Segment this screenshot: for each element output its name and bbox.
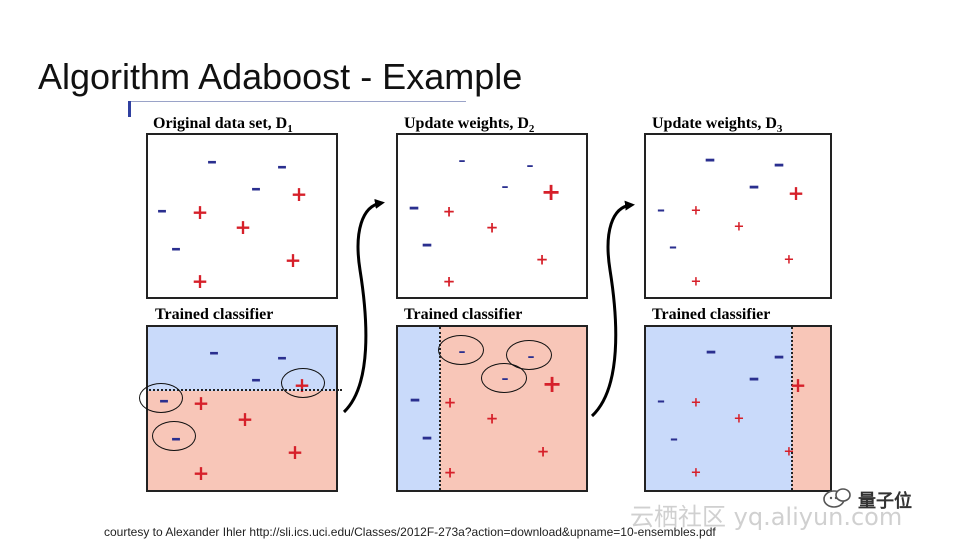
plus-point: +	[783, 252, 795, 268]
plus-point: +	[690, 465, 702, 481]
slide-title: Algorithm Adaboost - Example	[38, 56, 523, 97]
minus-point: –	[409, 387, 421, 412]
minus-point: –	[277, 154, 287, 178]
minus-point: –	[277, 345, 287, 369]
minus-point: –	[704, 147, 716, 172]
plus-point: +	[443, 463, 457, 482]
minus-point: –	[207, 149, 217, 173]
panel-1-label-sub: 1	[287, 123, 293, 136]
minus-point: –	[748, 174, 760, 199]
minus-point: –	[171, 236, 181, 260]
plus-point: +	[535, 250, 549, 269]
plus-point: +	[192, 391, 210, 415]
arrow-iteration-1	[342, 199, 385, 414]
panel-3-classifier-label: Trained classifier	[652, 306, 771, 323]
misclassified-circle	[139, 383, 183, 413]
plus-point: +	[191, 269, 209, 293]
minus-point: –	[251, 367, 261, 391]
panel-3-label: Update weights, D3	[652, 115, 782, 135]
plus-point: +	[536, 442, 550, 461]
title-underline	[128, 101, 466, 102]
panel-2-data-box: – – – – – + + + + +	[396, 133, 588, 299]
classifier-region-negative	[398, 327, 440, 490]
minus-point: –	[773, 344, 785, 369]
minus-point: –	[670, 429, 678, 448]
plus-point: +	[191, 200, 209, 224]
misclassified-circle	[152, 421, 196, 451]
minus-point: –	[669, 237, 677, 256]
panel-2-classifier-box: – – – – – + + + + +	[396, 325, 588, 492]
arrow-iteration-2	[590, 200, 635, 418]
minus-point: –	[526, 158, 534, 174]
panel-2-label-sub: 2	[528, 123, 535, 136]
minus-point: –	[209, 340, 219, 364]
plus-point: +	[733, 219, 745, 235]
panel-1-classifier-label: Trained classifier	[155, 306, 274, 323]
minus-point: –	[657, 391, 665, 410]
panel-2-classifier-label: Trained classifier	[404, 306, 523, 323]
plus-point: +	[192, 461, 210, 485]
minus-point: –	[421, 425, 433, 450]
misclassified-circle	[281, 368, 325, 398]
plus-point: +	[690, 274, 702, 290]
minus-point: –	[251, 176, 261, 200]
watermark: 云栖社区 yq.aliyun.com	[630, 503, 903, 531]
minus-point: –	[705, 339, 717, 364]
brand-logo-icon	[823, 488, 851, 508]
plus-point: +	[783, 444, 795, 460]
panel-1-label: Original data set, D1	[153, 115, 293, 135]
misclassified-circle	[506, 340, 552, 370]
classifier-region-positive	[792, 327, 830, 490]
brand-name: 量子位	[858, 491, 912, 512]
panel-1-data-box: – – – – – + + + + +	[146, 133, 338, 299]
classifier-region-negative	[646, 327, 792, 490]
minus-point: –	[157, 198, 167, 222]
minus-point: –	[657, 200, 665, 219]
plus-point: +	[733, 411, 745, 427]
panel-1-label-text: Original data set, D	[153, 115, 288, 132]
decision-boundary	[791, 327, 793, 490]
plus-point: +	[789, 373, 807, 397]
plus-point: +	[286, 440, 304, 464]
courtesy-citation: courtesy to Alexander Ihler http://sli.i…	[104, 525, 716, 539]
plus-point: +	[234, 215, 252, 239]
plus-point: +	[541, 370, 563, 398]
plus-point: +	[284, 248, 302, 272]
panel-2-label-text: Update weights, D	[404, 115, 529, 132]
minus-point: –	[773, 152, 785, 177]
panel-3-label-sub: 3	[776, 123, 783, 136]
plus-point: +	[690, 203, 702, 219]
panel-3-label-text: Update weights, D	[652, 115, 777, 132]
plus-point: +	[485, 218, 499, 237]
plus-point: +	[290, 182, 308, 206]
title-tick	[128, 101, 131, 117]
plus-point: +	[443, 393, 457, 412]
plus-point: +	[540, 178, 562, 206]
minus-point: –	[408, 195, 420, 220]
minus-point: –	[501, 179, 509, 195]
plus-point: +	[442, 272, 456, 291]
misclassified-circle	[481, 363, 527, 393]
minus-point: –	[421, 232, 433, 257]
plus-point: +	[690, 395, 702, 411]
plus-point: +	[787, 181, 805, 205]
panel-3-classifier-box: – – – – – + + + + +	[644, 325, 832, 492]
decision-boundary	[439, 327, 441, 490]
minus-point: –	[458, 153, 466, 169]
plus-point: +	[236, 407, 254, 431]
panel-3-data-box: – – – – – + + + + +	[644, 133, 832, 299]
minus-point: –	[748, 366, 760, 391]
plus-point: +	[442, 202, 456, 221]
decision-boundary	[146, 389, 342, 391]
panel-2-label: Update weights, D2	[404, 115, 534, 135]
plus-point: +	[485, 409, 499, 428]
misclassified-circle	[438, 335, 484, 365]
